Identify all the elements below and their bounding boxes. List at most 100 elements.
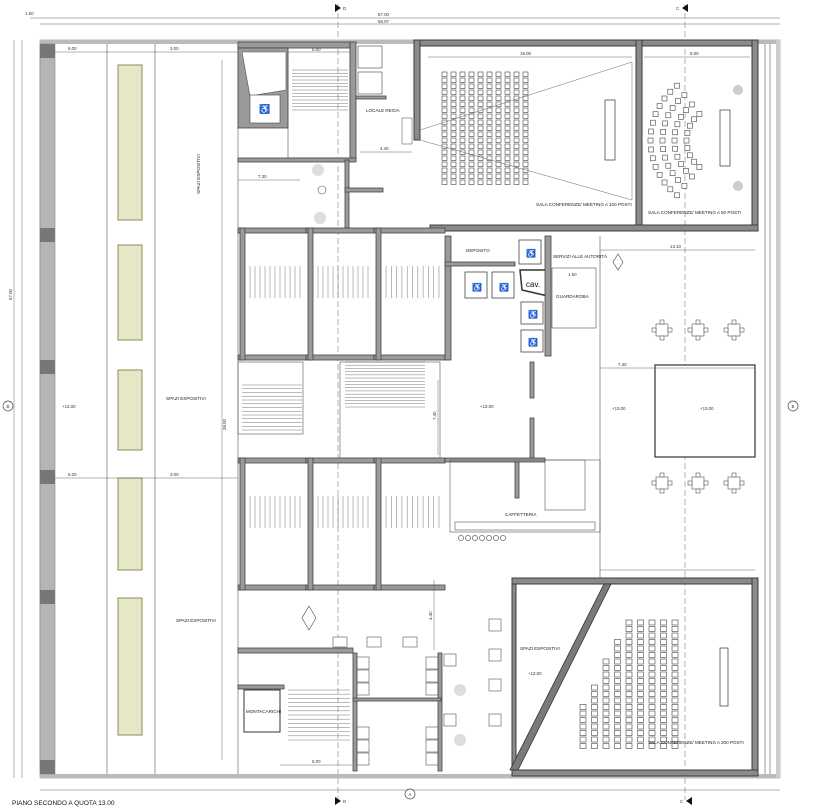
seat <box>660 710 667 717</box>
seat <box>660 658 667 665</box>
seat <box>468 161 475 167</box>
speaker-table <box>604 99 616 161</box>
seat <box>477 83 484 89</box>
section-arrow-icon <box>335 797 341 805</box>
label-conference-100: SALA CONFERENZE/ MEETING A 100 POSTI <box>536 202 632 207</box>
table <box>655 323 669 337</box>
seat <box>674 153 681 160</box>
seat <box>660 665 667 671</box>
seat <box>671 736 679 743</box>
label-storage: DEPOSITO <box>466 248 490 253</box>
seat <box>660 619 667 626</box>
seat <box>648 697 656 704</box>
seat <box>441 137 448 143</box>
seat <box>637 639 644 645</box>
seat <box>591 704 598 710</box>
seat <box>468 71 475 77</box>
seat <box>477 95 484 101</box>
seat <box>522 107 529 113</box>
seat <box>513 83 520 89</box>
seat <box>687 152 693 159</box>
seat <box>660 632 667 639</box>
seat <box>486 125 493 131</box>
section-marker-top-c: C <box>676 6 679 11</box>
seat <box>614 697 621 704</box>
wheelchair-icon: ♿ <box>499 282 509 292</box>
elevator <box>357 45 383 69</box>
label-exhibition-mid: SPAZI ESPOSITIVI <box>166 396 206 401</box>
seat <box>495 119 502 125</box>
seat <box>637 652 644 658</box>
seat <box>450 125 457 131</box>
dim-label: 5.00 <box>312 47 321 52</box>
seat <box>683 107 689 113</box>
seat <box>495 179 502 185</box>
table <box>366 636 382 648</box>
seat <box>637 710 644 717</box>
stool <box>465 535 471 541</box>
dim-outer: 57.00 <box>378 12 390 17</box>
dim-label: 9.00 <box>690 51 699 56</box>
label-exhibition-small: SPAZI ESPOSITIVI <box>520 646 560 651</box>
seat <box>450 77 457 83</box>
seat <box>671 639 679 645</box>
seat <box>671 730 679 736</box>
seat <box>625 658 633 665</box>
seat <box>486 119 493 125</box>
seat <box>513 89 520 95</box>
seat <box>660 691 667 697</box>
table <box>488 648 502 662</box>
seat <box>602 710 610 717</box>
seat <box>602 717 610 723</box>
wc-stall <box>356 726 370 740</box>
seat <box>441 77 448 83</box>
seat <box>513 119 520 125</box>
seat <box>614 717 621 723</box>
seat <box>579 730 587 736</box>
seat <box>504 77 511 83</box>
seat <box>649 155 656 162</box>
seat <box>656 172 663 178</box>
seat <box>696 164 703 170</box>
axis-marker-icon <box>404 788 416 800</box>
section-marker-bottom-d: D <box>343 799 346 804</box>
seat <box>625 645 633 652</box>
seat <box>614 652 621 658</box>
table <box>443 653 457 667</box>
section-arrow-icon <box>686 797 692 805</box>
cafe: CAFFETTERIA <box>449 459 601 541</box>
wall <box>307 457 314 591</box>
seat <box>486 137 493 143</box>
seat <box>486 149 493 155</box>
wall <box>373 584 446 591</box>
seat <box>637 697 644 704</box>
dim-label: 3.00 <box>170 472 179 477</box>
seat <box>441 155 448 161</box>
seat <box>459 167 466 173</box>
seat <box>441 167 448 173</box>
wall <box>373 227 446 234</box>
level-mark: +13.00 <box>528 671 542 676</box>
seat <box>441 161 448 167</box>
conference-room-50: 9.00 SALA CONFERENZE/ MEETING A 50 POSTI <box>641 39 759 231</box>
seat <box>602 704 610 710</box>
seat <box>468 89 475 95</box>
planter <box>117 597 143 736</box>
seat <box>674 82 680 89</box>
axis-marker-icon <box>787 400 799 412</box>
seat <box>691 116 697 123</box>
seat <box>614 736 621 743</box>
seat <box>625 736 633 743</box>
seat <box>637 730 644 736</box>
seat <box>468 101 475 107</box>
wc-stall <box>356 669 370 683</box>
wall <box>429 224 759 232</box>
seat <box>450 173 457 179</box>
seat <box>637 678 644 684</box>
seat <box>459 71 466 77</box>
seat <box>459 143 466 149</box>
seat <box>468 179 475 185</box>
seat <box>486 131 493 137</box>
seat <box>660 626 667 632</box>
seat <box>522 137 529 143</box>
